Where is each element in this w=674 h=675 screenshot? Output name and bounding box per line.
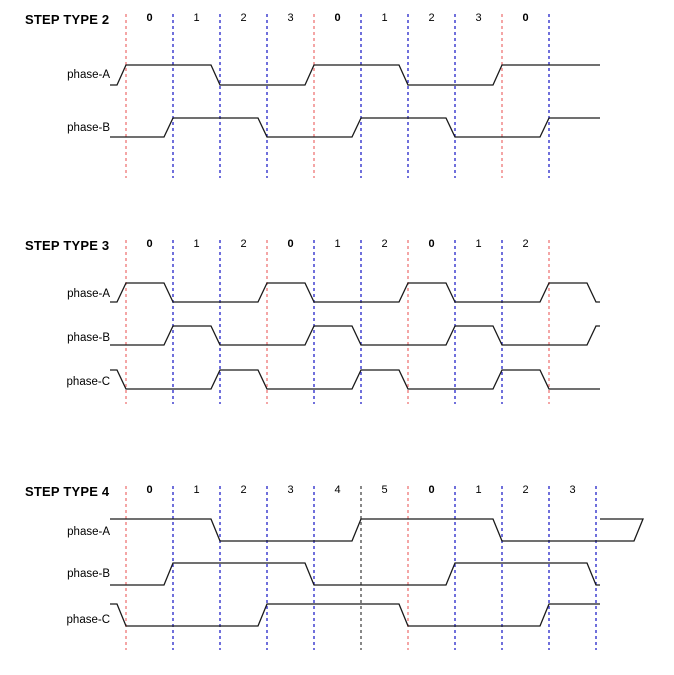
step-label: 3 — [475, 12, 482, 24]
step-label: 2 — [522, 238, 529, 250]
waveform-phase-A — [110, 64, 600, 86]
step-label: 2 — [428, 12, 435, 24]
step-label: 0 — [334, 12, 341, 24]
step-label: 1 — [193, 238, 200, 250]
waveform-phase-A — [110, 282, 600, 303]
phase-label-phase-A: phase-A — [67, 69, 110, 81]
waveform-phase-B — [110, 562, 600, 586]
phase-label-phase-B: phase-B — [67, 568, 110, 580]
step-label: 0 — [146, 12, 153, 24]
step-label: 0 — [428, 238, 435, 250]
step-label: 3 — [287, 484, 294, 496]
step-label: 1 — [475, 484, 482, 496]
step-label: 1 — [193, 484, 200, 496]
step-label: 3 — [569, 484, 576, 496]
waveform-phase-B — [110, 325, 600, 346]
step-label: 0 — [287, 238, 294, 250]
diagram-title: STEP TYPE 3 — [25, 238, 110, 253]
step-label: 2 — [240, 238, 247, 250]
step-label: 2 — [522, 484, 529, 496]
step-label: 2 — [381, 238, 388, 250]
waveform-phase-C — [110, 603, 600, 627]
step-label: 5 — [381, 484, 388, 496]
phase-label-phase-B: phase-B — [67, 122, 110, 134]
diagram-title: STEP TYPE 2 — [25, 12, 110, 27]
step-label: 2 — [240, 484, 247, 496]
phase-label-phase-A: phase-A — [67, 288, 110, 300]
phase-label-phase-A: phase-A — [67, 526, 110, 538]
step-label: 2 — [240, 12, 247, 24]
step-label: 1 — [334, 238, 341, 250]
step-label: 1 — [475, 238, 482, 250]
waveform-phase-C — [110, 369, 600, 390]
waveform-phase-B — [110, 117, 600, 138]
step-label: 0 — [146, 484, 153, 496]
step-label: 3 — [287, 12, 294, 24]
phase-label-phase-B: phase-B — [67, 332, 110, 344]
step-label: 1 — [381, 12, 388, 24]
diagram-title: STEP TYPE 4 — [25, 484, 110, 499]
step-label: 1 — [193, 12, 200, 24]
phase-label-phase-C: phase-C — [66, 376, 110, 388]
phase-label-phase-C: phase-C — [66, 614, 110, 626]
step-label: 0 — [522, 12, 529, 24]
waveform-phase-A — [110, 518, 644, 542]
step-label: 0 — [146, 238, 153, 250]
step-label: 0 — [428, 484, 435, 496]
step-label: 4 — [334, 484, 341, 496]
